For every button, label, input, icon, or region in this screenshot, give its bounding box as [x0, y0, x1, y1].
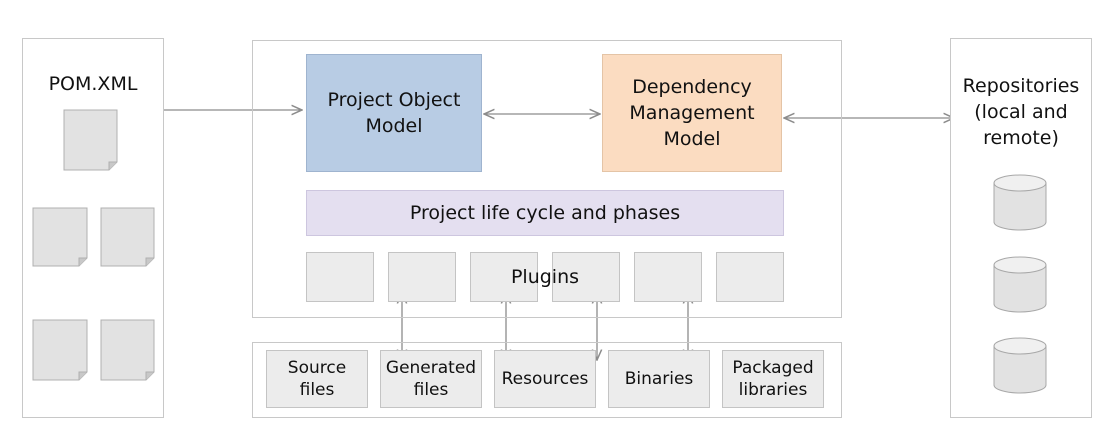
plugin-box	[552, 252, 620, 302]
project-object-model-label: Project Object Model	[327, 89, 461, 137]
lifecycle-bar: Project life cycle and phases	[306, 190, 784, 236]
plugin-box	[306, 252, 374, 302]
document-icon	[32, 319, 88, 381]
document-icon	[32, 207, 88, 267]
artifact-label: Packaged libraries	[732, 358, 814, 400]
plugin-box	[470, 252, 538, 302]
document-icon	[63, 109, 118, 171]
document-icon	[100, 207, 155, 267]
lifecycle-label: Project life cycle and phases	[409, 202, 681, 224]
database-cylinder-icon	[993, 337, 1047, 394]
plugin-box	[634, 252, 702, 302]
database-cylinder-icon	[993, 256, 1047, 313]
artifact-generated-files: Generated files	[380, 350, 482, 408]
artifact-resources: Resources	[494, 350, 596, 408]
plugin-artifact-arrows	[402, 293, 688, 360]
maven-core-panel	[252, 40, 842, 318]
plugins-label: Plugins	[510, 266, 580, 288]
artifact-packaged-libraries: Packaged libraries	[722, 350, 824, 408]
document-icon	[100, 319, 155, 381]
artifact-label: Resources	[501, 369, 589, 389]
dependency-management-model-label: Dependency Management Model	[629, 76, 755, 150]
artifact-source-files: Source files	[266, 350, 368, 408]
project-object-model-box: Project Object Model	[306, 54, 482, 172]
repositories-title: Repositories (local and remote)	[962, 75, 1080, 149]
pom-title: POM.XML	[48, 73, 138, 95]
artifact-label: Binaries	[624, 369, 694, 389]
artifact-binaries: Binaries	[608, 350, 710, 408]
artifact-label: Generated files	[385, 358, 477, 400]
artifacts-panel	[252, 342, 842, 418]
database-cylinder-icon	[993, 174, 1047, 231]
artifact-label: Source files	[287, 358, 347, 400]
plugin-box	[388, 252, 456, 302]
dependency-management-model-box: Dependency Management Model	[602, 54, 782, 172]
plugin-box	[716, 252, 784, 302]
